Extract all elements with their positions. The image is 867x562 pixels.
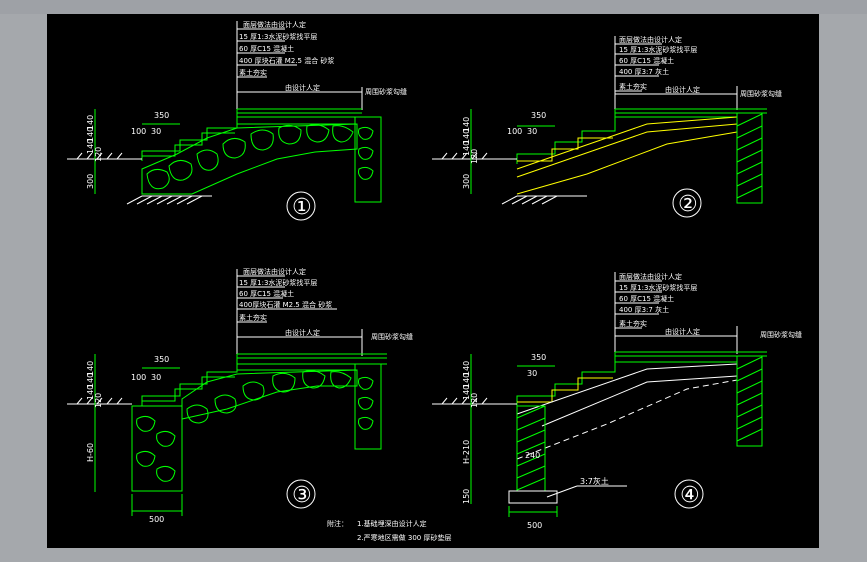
detail-4-dim-h1: 350 [531, 353, 546, 362]
detail-2-dim-v3: 140 [462, 141, 471, 156]
detail-4-dim-bottom: 500 [527, 521, 542, 530]
detail-2-edge-label: 周围砂浆勾缝 [740, 89, 782, 98]
detail-1-span-label: 由设计人定 [285, 83, 320, 92]
detail-3-dim-h1: 350 [154, 355, 169, 364]
detail-4-callout: 3:7灰土 [580, 476, 609, 486]
detail-1-note-1: 面层做法由设计人定 [243, 20, 306, 29]
detail-4-dim-v4: 120 [470, 393, 479, 408]
detail-4-span-label: 由设计人定 [665, 327, 700, 336]
detail-4-dim-v3: 140 [462, 385, 471, 400]
detail-3-dim-h2: 100 [131, 373, 146, 382]
detail-1-note-5: 素土夯实 [239, 68, 267, 77]
detail-2-span-label: 由设计人定 [665, 85, 700, 94]
detail-4-note-4: 400 厚3:7 灰土 [619, 305, 669, 314]
detail-3-note-3: 60 厚C15 混凝土 [239, 289, 294, 298]
footnote-line-2: 2.严寒地区需做 300 厚砂垫层 [357, 533, 452, 542]
detail-4-edge-label: 周围砂浆勾缝 [760, 330, 802, 339]
detail-4-dim-v6: 150 [462, 489, 471, 504]
window-top-bar [0, 0, 867, 14]
detail-3-note-4: 400厚块石灌 M2.5 混合 砂浆 [239, 300, 332, 309]
detail-4-dim-v1: 140 [462, 361, 471, 376]
detail-2-dim-h3: 30 [527, 127, 537, 136]
detail-2: 面层做法由设计人定 15 厚1:3水泥砂浆找平层 60 厚C15 混凝土 400… [432, 35, 782, 218]
footnote: 附注： 1.基础埋深由设计人定 2.严寒地区需做 300 厚砂垫层 [327, 519, 452, 542]
detail-3-note-2: 15 厚1:3水泥砂浆找平层 [239, 278, 317, 287]
drawing-svg: 面层做法由设计人定 15 厚1:3水泥砂浆找平层 60 厚C15 混凝土 400… [67, 20, 802, 542]
footnote-label: 附注： [327, 519, 348, 528]
detail-1-note-3: 60 厚C15 混凝土 [239, 44, 294, 53]
detail-3-dim-h3: 30 [151, 373, 161, 382]
detail-1-dim-v1: 140 [86, 115, 95, 130]
detail-3-number: ③ [292, 483, 312, 508]
detail-4-note-5: 素土夯实 [619, 319, 647, 328]
detail-1-dim-v4: 120 [94, 147, 103, 162]
footnote-line-1: 1.基础埋深由设计人定 [357, 519, 427, 528]
detail-4-dim-mid: 240 [525, 451, 540, 460]
detail-1-dim-v5: 300 [86, 174, 95, 189]
detail-2-dim-h1: 350 [531, 111, 546, 120]
detail-2-dim-v2: 140 [462, 129, 471, 144]
detail-3-note-5: 素土夯实 [239, 313, 267, 322]
detail-4-note-2: 15 厚1:3水泥砂浆找平层 [619, 283, 697, 292]
detail-4-dim-v5: H-210 [462, 440, 471, 464]
detail-3-note-1: 面层做法由设计人定 [243, 267, 306, 276]
detail-2-note-5: 素土夯实 [619, 82, 647, 91]
detail-4-dim-h2: 30 [527, 369, 537, 378]
detail-1-dim-h1: 350 [154, 111, 169, 120]
detail-3-dim-v3: 140 [86, 385, 95, 400]
detail-4-note-3: 60 厚C15 混凝土 [619, 294, 674, 303]
detail-3: 面层做法由设计人定 15 厚1:3水泥砂浆找平层 60 厚C15 混凝土 400… [67, 267, 413, 524]
detail-1-dim-h3: 30 [151, 127, 161, 136]
detail-2-number: ② [678, 192, 698, 217]
detail-1: 面层做法由设计人定 15 厚1:3水泥砂浆找平层 60 厚C15 混凝土 400… [67, 20, 407, 221]
detail-3-dim-v1: 140 [86, 361, 95, 376]
detail-2-dim-v5: 300 [462, 174, 471, 189]
detail-3-dim-v4: 120 [94, 393, 103, 408]
detail-4-dim-v2: 140 [462, 373, 471, 388]
detail-3-edge-label: 周围砂浆勾缝 [371, 332, 413, 341]
detail-2-note-2: 15 厚1:3水泥砂浆找平层 [619, 45, 697, 54]
detail-2-note-4: 400 厚3:7 灰土 [619, 67, 669, 76]
detail-2-dim-h2: 100 [507, 127, 522, 136]
detail-1-edge-label: 周围砂浆勾缝 [365, 87, 407, 96]
detail-1-note-4: 400 厚块石灌 M2.5 混合 砂浆 [239, 56, 334, 65]
detail-2-note-1: 面层做法由设计人定 [619, 35, 682, 44]
detail-1-note-2: 15 厚1:3水泥砂浆找平层 [239, 32, 317, 41]
detail-1-dim-h2: 100 [131, 127, 146, 136]
detail-3-span-label: 由设计人定 [285, 328, 320, 337]
detail-4-number: ④ [680, 483, 700, 508]
detail-3-dim-v5: H-60 [86, 443, 95, 462]
detail-4: 面层做法由设计人定 15 厚1:3水泥砂浆找平层 60 厚C15 混凝土 400… [432, 272, 802, 530]
detail-1-dim-v2: 140 [86, 127, 95, 142]
detail-2-note-3: 60 厚C15 混凝土 [619, 56, 674, 65]
detail-3-dim-v2: 140 [86, 373, 95, 388]
cad-drawing-canvas[interactable]: 面层做法由设计人定 15 厚1:3水泥砂浆找平层 60 厚C15 混凝土 400… [47, 14, 819, 548]
detail-2-dim-v1: 140 [462, 117, 471, 132]
detail-3-dim-bottom: 500 [149, 515, 164, 524]
detail-2-dim-v4: 120 [470, 149, 479, 164]
detail-1-number: ① [292, 195, 312, 220]
detail-1-dim-v3: 140 [86, 139, 95, 154]
detail-4-note-1: 面层做法由设计人定 [619, 272, 682, 281]
